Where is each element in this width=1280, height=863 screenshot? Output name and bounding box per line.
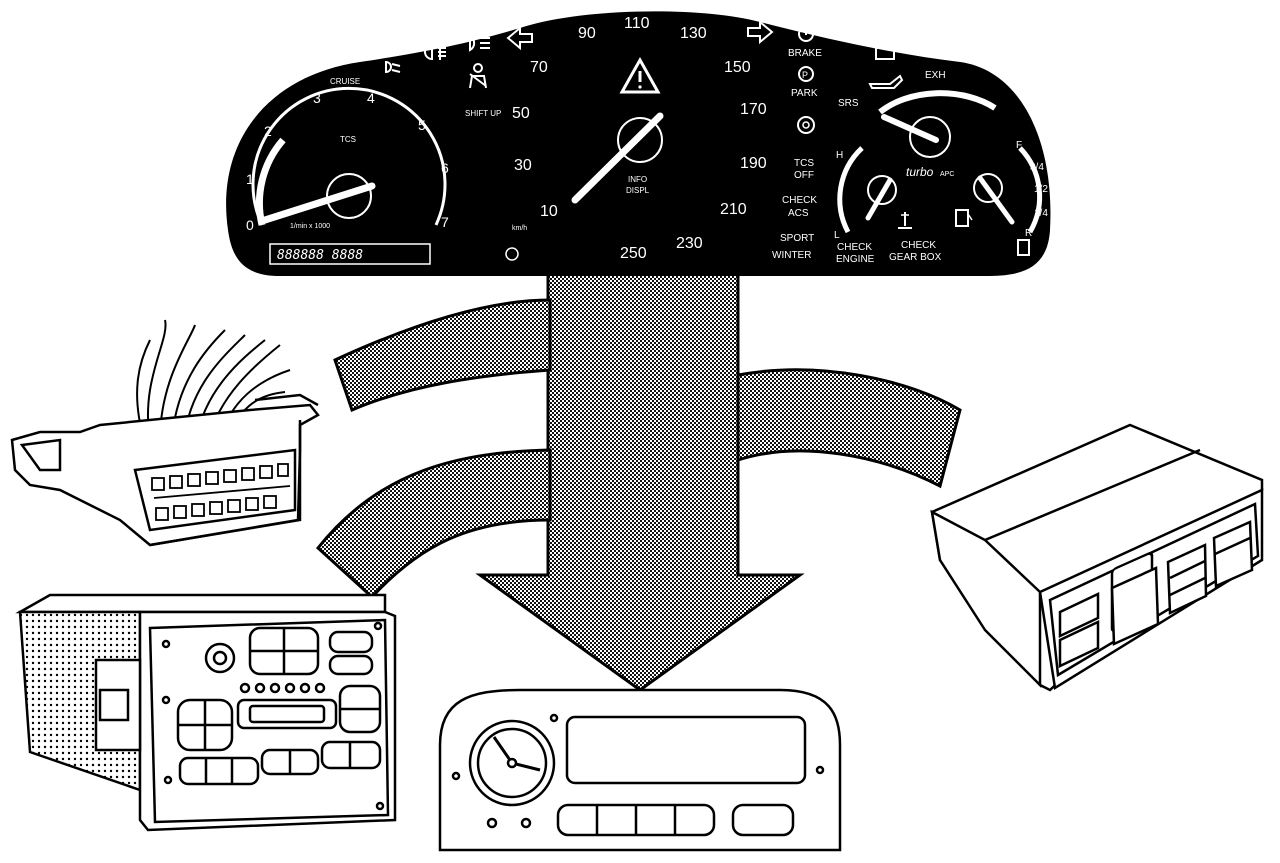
odometer-display: 888888 8888 bbox=[277, 248, 363, 263]
tachometer: 0 1 2 3 4 5 6 7 CRUISE TCS 1/min x 1000 … bbox=[246, 77, 449, 265]
speedo-tick-110: 110 bbox=[624, 15, 650, 32]
check-acs-label-1: CHECK bbox=[782, 195, 817, 206]
exh-label: EXH bbox=[925, 70, 946, 81]
info-label: INFO bbox=[628, 175, 647, 184]
climate-control-unit bbox=[930, 423, 1264, 692]
speedo-unit: km/h bbox=[512, 225, 527, 232]
shift-up-label: SHIFT UP bbox=[465, 109, 501, 118]
tacho-tick-1: 1 bbox=[246, 171, 254, 187]
fog-light-icon bbox=[424, 43, 446, 61]
right-gauges: SRS EXH turbo APC H L F 3/4 bbox=[834, 45, 1048, 265]
clock-icon bbox=[468, 719, 556, 807]
coolant-icon bbox=[898, 212, 912, 229]
check-gearbox-label-1: CHECK bbox=[901, 240, 936, 251]
check-engine-label-1: CHECK bbox=[837, 242, 872, 253]
center-info-display bbox=[438, 688, 842, 852]
radio-unit bbox=[15, 593, 397, 832]
curve-arrow-upper-left bbox=[333, 298, 552, 413]
park-icon: P bbox=[798, 66, 814, 82]
tacho-tick-5: 5 bbox=[418, 117, 426, 133]
displ-label: DISPL bbox=[626, 186, 650, 195]
apc-label: APC bbox=[940, 171, 954, 178]
sport-label: SPORT bbox=[780, 233, 814, 244]
speedo-tick-250: 250 bbox=[620, 245, 647, 262]
tcs-off-label-2: OFF bbox=[794, 170, 814, 181]
brake-icon bbox=[798, 26, 814, 42]
fuel-12-label: 1/2 bbox=[1034, 184, 1048, 195]
svg-text:P: P bbox=[802, 70, 808, 80]
temp-l-label: L bbox=[834, 230, 840, 241]
trip-reset-knob bbox=[505, 247, 519, 261]
low-beam-icon bbox=[385, 60, 401, 74]
speedo-tick-90: 90 bbox=[578, 25, 596, 42]
warning-triangle-icon bbox=[619, 56, 661, 94]
check-engine-label-2: ENGINE bbox=[836, 254, 875, 265]
tacho-tick-6: 6 bbox=[441, 160, 449, 176]
speedo-tick-30: 30 bbox=[514, 157, 532, 174]
arrow-right-icon bbox=[747, 19, 774, 45]
instrument-cluster: 0 1 2 3 4 5 6 7 CRUISE TCS 1/min x 1000 … bbox=[226, 11, 1051, 276]
connector-pins bbox=[151, 463, 291, 521]
tacho-tick-7: 7 bbox=[441, 214, 449, 230]
speedo-tick-150: 150 bbox=[724, 59, 751, 76]
check-acs-label-2: ACS bbox=[788, 208, 809, 219]
warning-lamps: BRAKE P PARK TCS OFF CHECK ACS SPORT WIN… bbox=[772, 26, 822, 261]
fuel-14-label: 1/4 bbox=[1034, 208, 1048, 219]
winter-label: WINTER bbox=[772, 250, 811, 261]
fuel-pump-icon bbox=[955, 209, 1030, 256]
diagnostic-connector bbox=[10, 319, 320, 547]
curve-arrow-right bbox=[736, 368, 962, 489]
speedo-tick-50: 50 bbox=[512, 105, 530, 122]
fuel-r-label: R bbox=[1025, 228, 1032, 239]
tacho-tick-3: 3 bbox=[313, 90, 321, 106]
speedo-tick-190: 190 bbox=[740, 155, 767, 172]
cruise-label: CRUISE bbox=[330, 77, 360, 86]
tcs-label: TCS bbox=[340, 135, 356, 144]
oil-can-icon bbox=[868, 74, 904, 89]
tacho-tick-4: 4 bbox=[367, 90, 375, 106]
high-beam-icon bbox=[469, 34, 490, 52]
speedo-tick-210: 210 bbox=[720, 201, 747, 218]
speedo-tick-70: 70 bbox=[530, 59, 548, 76]
tcs-icon bbox=[797, 116, 815, 134]
fuel-34-label: 3/4 bbox=[1030, 162, 1044, 173]
cluster-housing bbox=[226, 11, 1051, 276]
park-label: PARK bbox=[791, 88, 818, 99]
tacho-tick-0: 0 bbox=[246, 217, 254, 233]
brake-label: BRAKE bbox=[788, 48, 822, 59]
fuel-f-label: F bbox=[1016, 140, 1022, 151]
speedometer: 10 30 50 70 90 110 130 150 170 190 210 2… bbox=[505, 15, 774, 262]
speedo-tick-10: 10 bbox=[540, 203, 558, 220]
tacho-unit: 1/min x 1000 bbox=[290, 223, 330, 230]
left-indicators: SHIFT UP bbox=[385, 34, 501, 118]
tacho-tick-2: 2 bbox=[264, 123, 272, 139]
battery-icon bbox=[875, 45, 895, 60]
tcs-off-label-1: TCS bbox=[794, 158, 814, 169]
arrow-left-icon bbox=[506, 25, 533, 51]
turbo-label: turbo bbox=[906, 165, 934, 179]
odometer-box bbox=[269, 243, 431, 265]
flow-arrows bbox=[315, 264, 962, 692]
speedo-tick-170: 170 bbox=[740, 101, 767, 118]
srs-label: SRS bbox=[838, 98, 859, 109]
temp-h-label: H bbox=[836, 150, 843, 161]
center-lcd bbox=[565, 715, 807, 785]
down-arrow bbox=[475, 264, 805, 692]
curve-arrow-lower-left bbox=[315, 448, 552, 600]
speedo-tick-230: 230 bbox=[676, 235, 703, 252]
check-gearbox-label-2: GEAR BOX bbox=[889, 252, 942, 263]
seatbelt-icon bbox=[469, 63, 487, 89]
speedo-tick-130: 130 bbox=[680, 25, 707, 42]
